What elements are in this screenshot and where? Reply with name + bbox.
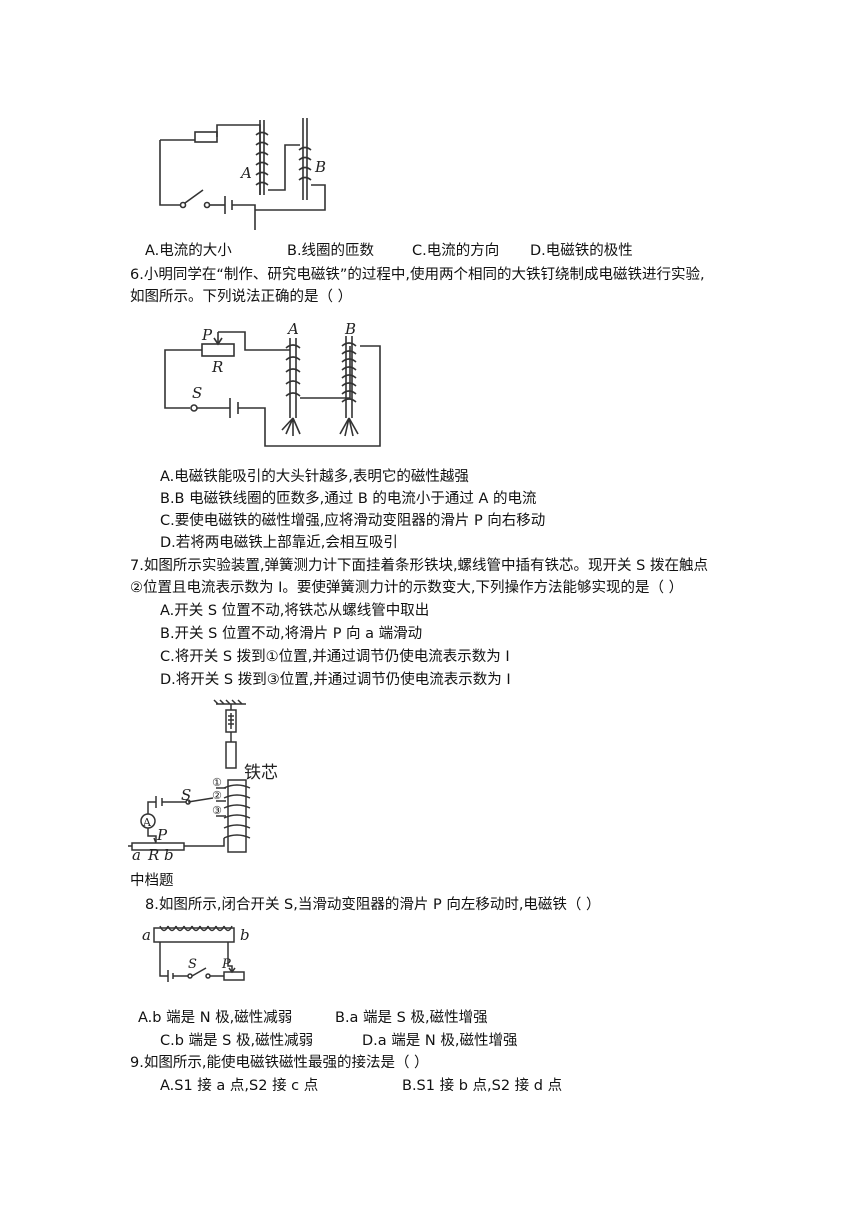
q6-option-b: B.B 电磁铁线圈的匝数多,通过 B 的电流小于通过 A 的电流 [160,491,537,507]
q9-option-a: A.S1 接 a 点,S2 接 c 点 [160,1078,319,1094]
q6-stem-line1: 6.小明同学在“制作、研究电磁铁”的过程中,使用两个相同的大铁钉绕制成电磁铁进行… [130,267,705,283]
q8-stem: 8.如图所示,闭合开关 S,当滑动变阻器的滑片 P 向左移动时,电磁铁（ ） [145,897,601,913]
q7-option-b: B.开关 S 位置不动,将滑片 P 向 a 端滑动 [160,626,423,642]
q7-label-a: a [132,846,141,863]
q6-circuit-figure: P R S A B [150,318,400,453]
q7-label-s: S [181,786,191,804]
q6-stem-line2: 如图所示。下列说法正确的是（ ） [130,289,353,305]
q6-label-s: S [192,384,202,402]
q7-contact-1: ① [212,776,222,789]
q6-option-c: C.要使电磁铁的磁性增强,应将滑动变阻器的滑片 P 向右移动 [160,513,546,529]
q7-apparatus-figure: A 铁芯 S ① ② ③ P a R b [128,698,298,863]
q5-option-b: B.线圈的匝数 [287,243,375,259]
section-title: 中档题 [130,873,174,889]
q8-option-d: D.a 端是 N 极,磁性增强 [362,1033,518,1049]
q9-option-b: B.S1 接 b 点,S2 接 d 点 [402,1078,563,1094]
q6-label-p: P [201,326,213,344]
q8-option-b: B.a 端是 S 极,磁性增强 [335,1010,488,1026]
q7-label-r: R [147,846,159,863]
q7-label-b: b [164,846,174,863]
q6-label-r: R [211,358,223,376]
q7-option-d: D.将开关 S 拨到③位置,并通过调节仍使电流表示数为 I [160,672,511,688]
q7-stem-line1: 7.如图所示实验装置,弹簧测力计下面挂着条形铁块,螺线管中插有铁芯。现开关 S … [130,558,708,574]
q7-core-label: 铁芯 [244,763,278,783]
q5-option-a: A.电流的大小 [145,243,232,259]
q5-option-c: C.电流的方向 [412,243,500,259]
q8-label-s: S [188,957,197,972]
q6-option-a: A.电磁铁能吸引的大头针越多,表明它的磁性越强 [160,469,469,485]
q8-option-a: A.b 端是 N 极,磁性减弱 [138,1010,293,1026]
q8-label-b: b [240,926,250,944]
q7-option-c: C.将开关 S 拨到①位置,并通过调节仍使电流表示数为 I [160,649,510,665]
q9-stem: 9.如图所示,能使电磁铁磁性最强的接法是（ ） [130,1055,429,1071]
q7-contact-2: ② [212,789,222,802]
q5-option-d: D.电磁铁的极性 [530,243,633,259]
q8-label-p: P [221,957,231,972]
q5-label-a: A [239,164,252,182]
q7-stem-line2: ②位置且电流表示数为 I。要使弹簧测力计的示数变大,下列操作方法能够实现的是（ … [130,580,684,596]
q7-ammeter-label: A [142,816,152,829]
q7-label-p: P [156,826,168,844]
q5-circuit-figure: A B [125,110,345,230]
q6-label-b: B [344,320,356,338]
q6-option-d: D.若将两电磁铁上部靠近,会相互吸引 [160,535,398,551]
q8-option-c: C.b 端是 S 极,磁性减弱 [160,1033,314,1049]
q6-label-a: A [286,320,299,338]
q7-contact-3: ③ [212,804,222,817]
q8-label-a: a [142,926,151,944]
q8-circuit-figure: a b S P [140,922,260,992]
q7-option-a: A.开关 S 位置不动,将铁芯从螺线管中取出 [160,603,430,619]
q5-label-b: B [314,158,326,176]
